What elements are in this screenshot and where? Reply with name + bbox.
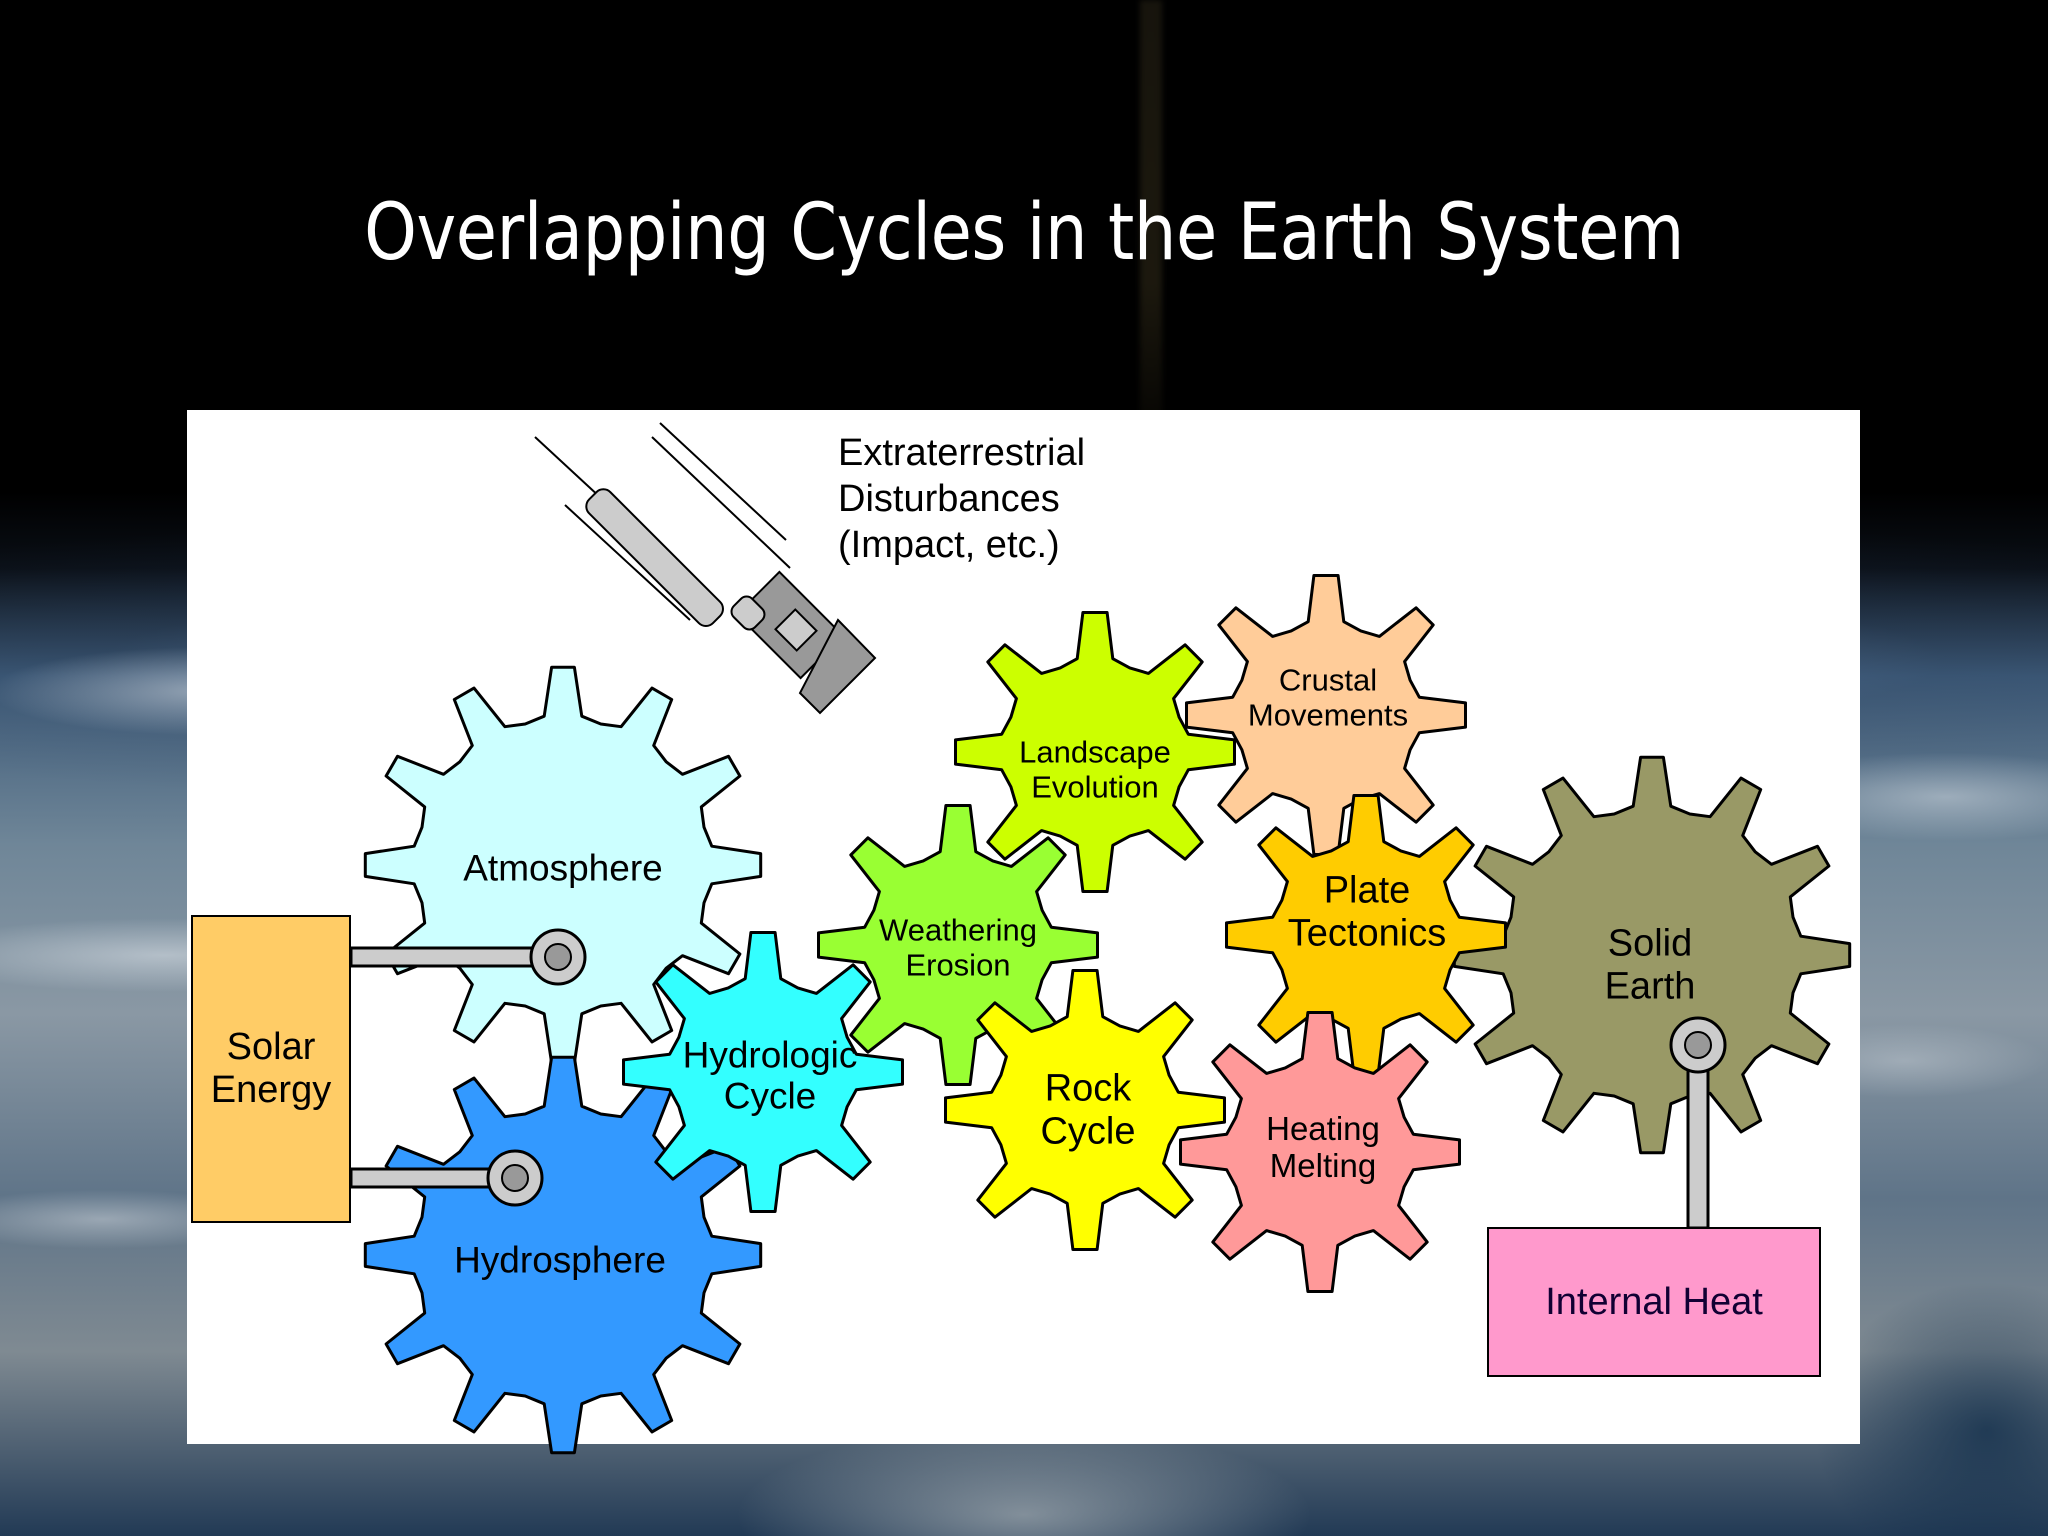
gear-hydrologic-cycle [622,931,904,1213]
atmosphere-axle-hub [544,943,572,971]
solid-earth-axle-hub [1684,1031,1712,1059]
gear-plate-tectonics [1225,794,1507,1076]
gear-label-crustal-movements: Crustal Movements [1247,662,1409,732]
internal-heat-label: Internal Heat [1545,1280,1763,1323]
gear-label-landscape-evolution: Landscape Evolution [1019,734,1171,804]
gear-label-heating-melting: Heating Melting [1266,1110,1380,1184]
internal-heat-box: Internal Heat [1487,1227,1821,1377]
light-streak [1140,0,1162,470]
gear-rock-cycle [944,969,1226,1251]
gear-label-solid-earth: Solid Earth [1604,922,1696,1007]
slide-title: Overlapping Cycles in the Earth System [364,188,1684,278]
gear-crustal-movements [1185,574,1467,856]
gear-label-rock-cycle: Rock Cycle [1040,1067,1136,1152]
gear-label-hydrosphere: Hydrosphere [454,1239,666,1281]
gear-label-hydrologic-cycle: Hydrologic Cycle [682,1034,858,1117]
solar-energy-label: Solar Energy [210,1026,332,1111]
extraterrestrial-label: Extraterrestrial Disturbances (Impact, e… [838,432,1086,566]
gear-landscape-evolution [954,611,1236,893]
gear-label-plate-tectonics: Plate Tectonics [1287,869,1447,954]
gear-weathering-erosion [817,804,1099,1086]
gear-heating-melting [1179,1011,1461,1293]
wrench-icon [534,422,877,715]
solar-energy-box: Solar Energy [191,915,351,1223]
gear-label-weathering-erosion: Weathering Erosion [879,912,1037,982]
hydrosphere-axle-hub [501,1164,529,1192]
gear-solid-earth [1452,755,1852,1155]
gear-label-atmosphere: Atmosphere [463,847,663,889]
